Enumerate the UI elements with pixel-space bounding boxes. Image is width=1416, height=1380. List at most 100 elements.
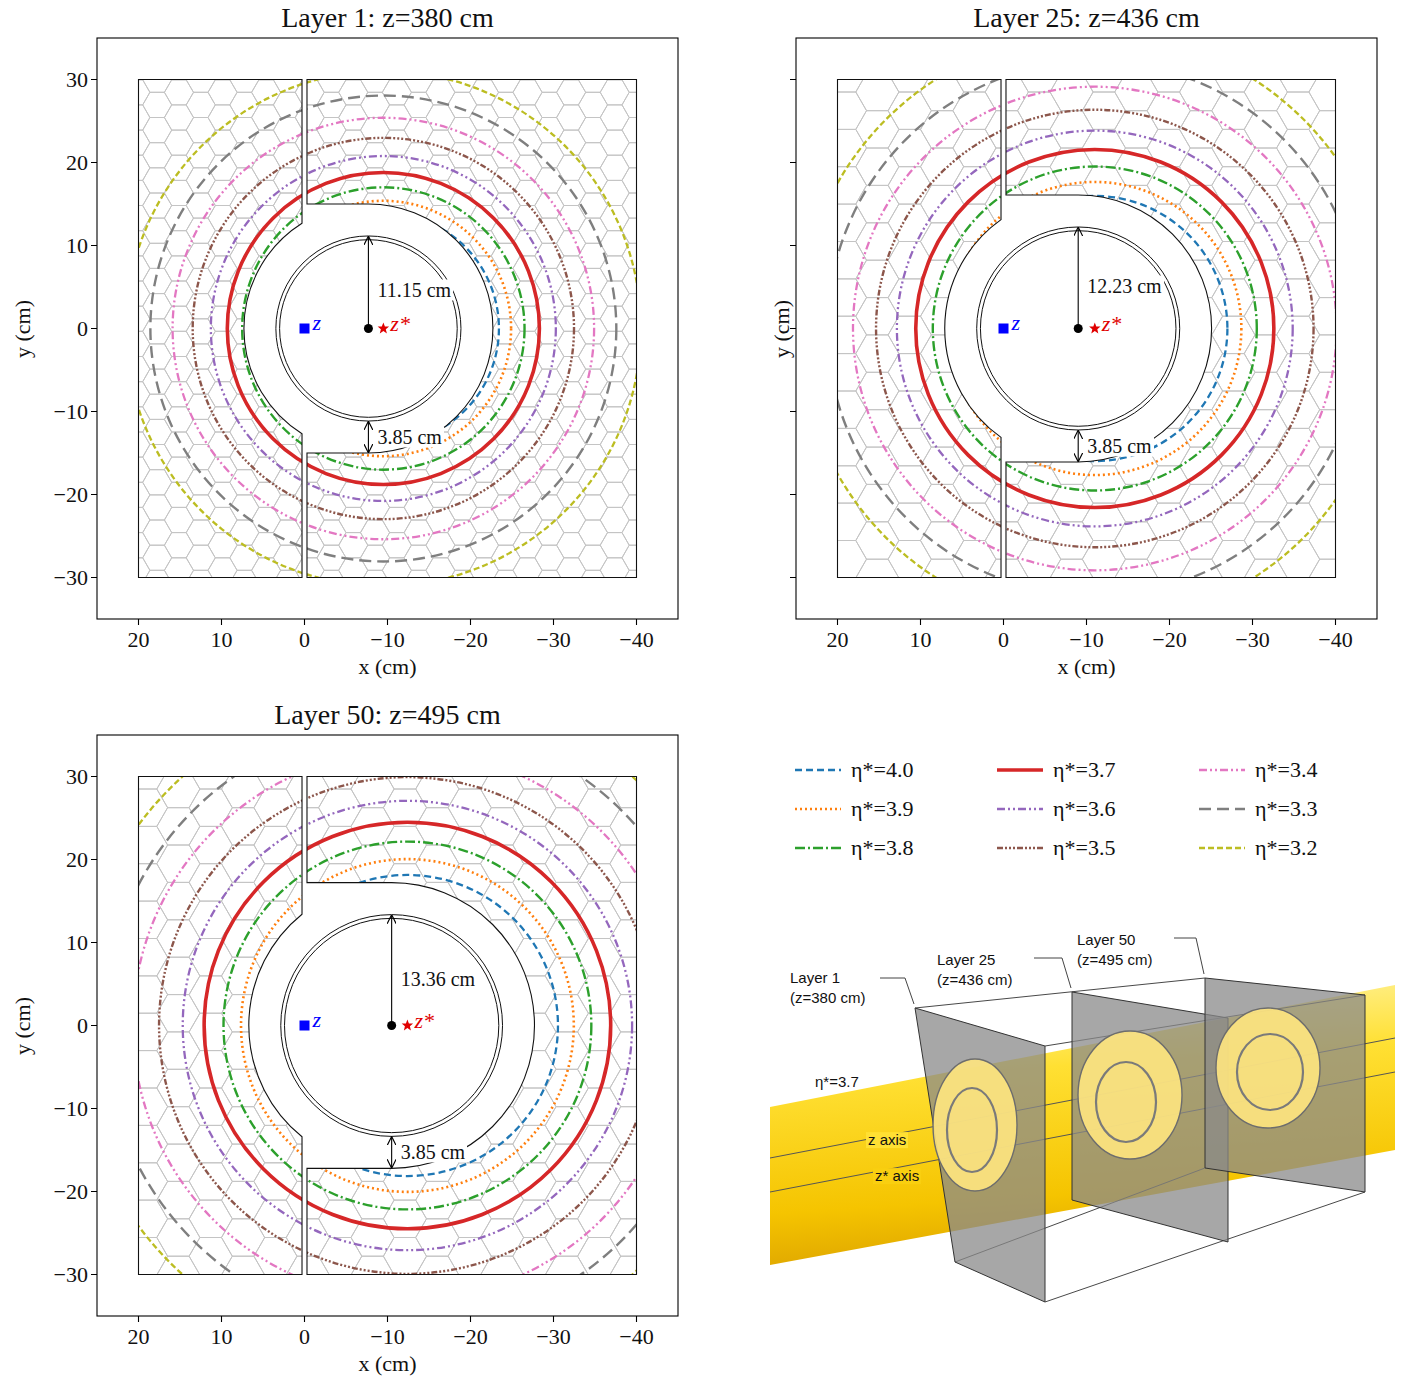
legend-sample bbox=[1199, 847, 1245, 849]
axis-label: y (cm) bbox=[11, 299, 34, 357]
legend-text: η*=3.9 bbox=[851, 797, 913, 820]
tick-label: 30 bbox=[66, 765, 88, 788]
leader-line bbox=[880, 978, 914, 1004]
legend-text: η*=3.6 bbox=[1053, 797, 1115, 820]
axis-ticks bbox=[91, 777, 637, 1323]
tick-label: 20 bbox=[66, 848, 88, 871]
sensor-cells bbox=[77, 17, 694, 659]
eta-contour bbox=[897, 131, 1293, 527]
module-outline bbox=[1006, 80, 1336, 578]
tick-label: 20 bbox=[827, 628, 849, 651]
callout-label: Layer 1 (z=380 cm) bbox=[790, 968, 882, 1007]
eta-contour bbox=[268, 213, 499, 444]
axis-label: y (cm) bbox=[11, 996, 34, 1054]
legend-sample bbox=[1199, 808, 1245, 810]
tick-label: 0 bbox=[299, 1325, 310, 1348]
module-outline bbox=[139, 777, 303, 1275]
axis-label: x (cm) bbox=[1057, 655, 1115, 678]
eta-region bbox=[1216, 1008, 1320, 1128]
point-label: z bbox=[313, 1008, 322, 1031]
eta-contour bbox=[104, 722, 711, 1329]
axis-ticks bbox=[790, 80, 1336, 626]
legend-sample bbox=[795, 769, 841, 771]
leader-line bbox=[1174, 938, 1204, 974]
point-label: z bbox=[313, 311, 322, 334]
beam-center-dot bbox=[1074, 324, 1083, 333]
tick-label: 0 bbox=[77, 317, 88, 340]
tick-label: −10 bbox=[54, 400, 88, 423]
beam-pipe bbox=[281, 915, 503, 1137]
panel-title: Layer 1: z=380 cm bbox=[281, 3, 494, 32]
dimension-label: 3.85 cm bbox=[375, 427, 443, 448]
callout-label: z axis bbox=[866, 1132, 908, 1148]
tick-label: 0 bbox=[299, 628, 310, 651]
eta-region bbox=[933, 1059, 1017, 1191]
tick-label: −30 bbox=[54, 1263, 88, 1286]
axes-frame bbox=[97, 735, 678, 1316]
eta-contour bbox=[72, 690, 743, 1361]
eta-contour bbox=[183, 801, 632, 1250]
eta-contour bbox=[876, 110, 1314, 548]
tick-label: −20 bbox=[453, 1325, 487, 1348]
beam-pipe-ring bbox=[947, 1088, 997, 1172]
eta-contour bbox=[916, 149, 1274, 507]
eta-contour bbox=[933, 167, 1257, 491]
layer-illustration bbox=[770, 938, 1395, 1302]
detector-panel bbox=[60, 690, 743, 1361]
callout-label: Layer 25 (z=436 cm) bbox=[937, 950, 1029, 989]
dimension-arrow bbox=[391, 916, 392, 1026]
z-star-marker bbox=[378, 323, 390, 334]
beam-pipe bbox=[977, 227, 1180, 430]
z-marker bbox=[300, 1021, 310, 1031]
legend-sample bbox=[795, 808, 841, 811]
axis-label: x (cm) bbox=[358, 1352, 416, 1375]
tick-label: −20 bbox=[1152, 628, 1186, 651]
tick-label: 10 bbox=[66, 234, 88, 257]
axes-frame bbox=[796, 38, 1377, 619]
axes-frame bbox=[97, 38, 678, 619]
tick-label: 10 bbox=[910, 628, 932, 651]
module-outline bbox=[307, 777, 637, 1275]
tick-label: −20 bbox=[54, 1180, 88, 1203]
module-outline bbox=[139, 80, 303, 578]
panel-title: Layer 25: z=436 cm bbox=[973, 3, 1200, 32]
eta-contour bbox=[962, 196, 1227, 461]
tick-label: −30 bbox=[54, 566, 88, 589]
eta-contour bbox=[256, 201, 511, 456]
tick-label: −10 bbox=[1069, 628, 1103, 651]
point-label: z* bbox=[1102, 312, 1122, 335]
layer-plane bbox=[1205, 978, 1365, 1192]
point-label: z* bbox=[390, 312, 410, 335]
module-outline bbox=[307, 80, 637, 578]
beam-center-dot bbox=[387, 1021, 396, 1030]
tick-label: −40 bbox=[1318, 628, 1352, 651]
tick-label: −30 bbox=[1235, 628, 1269, 651]
eta-contour bbox=[133, 751, 682, 1300]
tick-label: 10 bbox=[211, 1325, 233, 1348]
eta-contour bbox=[126, 71, 641, 586]
tick-label: −20 bbox=[54, 483, 88, 506]
eta-contour bbox=[853, 87, 1337, 571]
dimension-label: 3.85 cm bbox=[399, 1142, 467, 1163]
axis-ticks bbox=[91, 80, 637, 626]
legend-text: η*=4.0 bbox=[851, 758, 913, 781]
tick-label: −40 bbox=[619, 628, 653, 651]
point-label: z* bbox=[414, 1009, 434, 1032]
callout-label: η*=3.7 bbox=[815, 1074, 859, 1090]
eta-contour bbox=[159, 777, 656, 1274]
eta-contour bbox=[241, 859, 574, 1192]
legend-sample bbox=[1199, 769, 1245, 771]
legend-sample bbox=[795, 847, 841, 849]
eta-contour bbox=[257, 875, 558, 1176]
axis-label: y (cm) bbox=[770, 299, 793, 357]
dimension-label: 12.23 cm bbox=[1085, 275, 1163, 296]
beam-pipe-ring bbox=[1096, 1062, 1156, 1142]
dimension-label: 3.85 cm bbox=[1085, 436, 1153, 457]
legend-text: η*=3.4 bbox=[1255, 758, 1317, 781]
eta-contour bbox=[827, 61, 1362, 596]
tick-label: 0 bbox=[998, 628, 1009, 651]
tick-label: −30 bbox=[536, 628, 570, 651]
tick-label: 30 bbox=[66, 68, 88, 91]
eta-contour bbox=[242, 187, 524, 469]
